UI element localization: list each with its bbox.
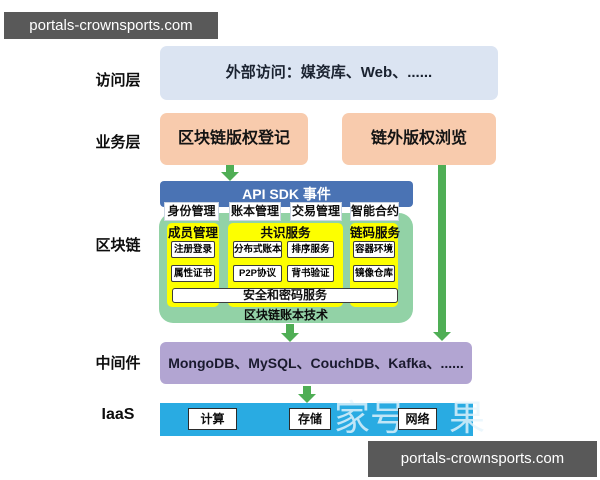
group-title: 共识服务	[260, 226, 311, 240]
security-crypto-services-bar: 安全和密码服务	[172, 288, 398, 303]
layer-label-business: 业务层	[95, 134, 141, 151]
watermark-bar-bottom: portals-crownsports.com	[368, 441, 597, 477]
service-item: 排序服务	[287, 241, 334, 258]
layer-label-iaas: IaaS	[101, 406, 135, 423]
group-title: 链码服务	[350, 226, 401, 240]
watermark-bar-top: portals-crownsports.com	[4, 12, 218, 39]
business-box-chain-copyright-registration: 区块链版权登记	[160, 113, 308, 165]
iaas-item-storage: 存储	[289, 408, 331, 430]
iaas-item-network: 网络	[398, 408, 437, 430]
service-item: 镜像仓库	[353, 265, 395, 282]
layer-label-middleware: 中间件	[95, 355, 141, 372]
down-arrow-icon	[433, 165, 451, 341]
iaas-item-compute: 计算	[188, 408, 237, 430]
layer-label-blockchain: 区块链	[95, 237, 141, 254]
access-layer-box: 外部访问：媒资库、Web、......	[160, 46, 498, 100]
mgmt-box-transaction: 交易管理	[290, 202, 342, 221]
overlay-watermark-text: 家号	[334, 397, 407, 438]
service-item: 背书验证	[287, 265, 334, 282]
business-box-offchain-copyright-browse: 链外版权浏览	[342, 113, 496, 165]
mgmt-box-smart-contract: 智能合约	[350, 202, 399, 221]
middleware-box: MongoDB、MySQL、CouchDB、Kafka、......	[160, 342, 472, 384]
service-item: 容器环境	[353, 241, 395, 258]
service-item: 分布式账本	[233, 241, 282, 258]
layer-label-access: 访问层	[95, 72, 141, 89]
mgmt-box-ledger: 账本管理	[229, 202, 281, 221]
down-arrow-icon	[281, 324, 299, 342]
service-item: P2P协议	[233, 265, 282, 282]
down-arrow-icon	[298, 386, 316, 403]
group-title: 成员管理	[167, 226, 218, 240]
blockchain-ledger-tech-caption: 区块链账本技术	[243, 308, 328, 322]
service-item: 注册登录	[171, 241, 215, 258]
overlay-watermark-text: 果	[449, 397, 486, 438]
mgmt-box-identity: 身份管理	[164, 202, 219, 221]
down-arrow-icon	[221, 165, 239, 181]
service-item: 属性证书	[171, 265, 215, 282]
